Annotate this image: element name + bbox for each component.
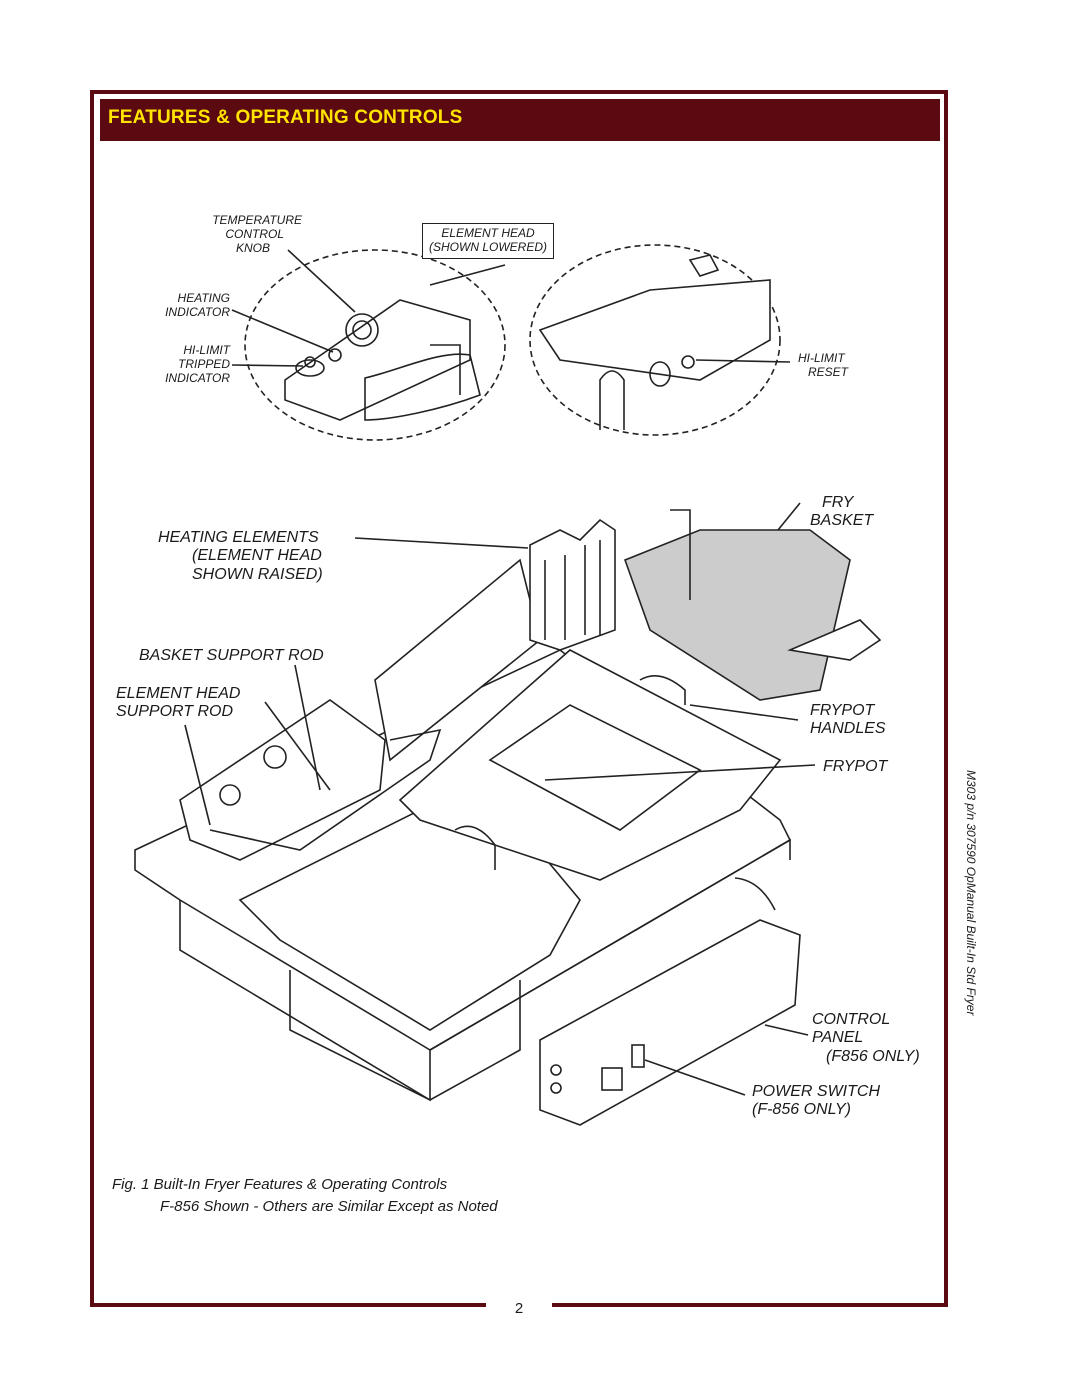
label-heating-elements: HEATING ELEMENTS (ELEMENT HEAD SHOWN RAI… [158,529,323,584]
page-number: 2 [514,1300,524,1317]
fry-basket [623,529,851,701]
detail-circle-left [244,249,506,441]
label-line: HEATING ELEMENTS [158,529,319,546]
label-line: SUPPORT ROD [116,703,234,721]
label-frypot: FRYPOT [823,758,888,775]
label-element-head-shown-lowered: ELEMENT HEAD (SHOWN LOWERED) [422,223,554,259]
label-line: (ELEMENT HEAD [192,547,322,565]
label-line: FRY [822,494,854,511]
label-line: FRYPOT [810,702,875,719]
heating-elements [529,518,616,651]
label-line: (F856 ONLY) [826,1047,920,1065]
heating-indicator-icon [328,348,342,362]
label-power-switch: POWER SWITCH (F-856 ONLY) [752,1083,880,1120]
frame-gap [486,1300,552,1314]
section-title: FEATURES & OPERATING CONTROLS [108,107,463,128]
label-line: PANEL [812,1029,864,1047]
label-line: TEMPERATURE [212,213,302,227]
label-temperature-control-knob: TEMPERATURE CONTROL KNOB [192,213,302,255]
label-line: TRIPPED [177,356,230,371]
label-line: POWER SWITCH [752,1083,880,1100]
label-hi-limit-reset: HI-LIMIT RESET [798,351,849,380]
label-frypot-handles: FRYPOT HANDLES [810,702,886,739]
label-line: CONTROL [225,226,284,241]
label-line: ELEMENT HEAD [441,226,535,240]
label-heating-indicator: HEATING INDICATOR [140,291,230,320]
label-line: HI-LIMIT [183,343,230,357]
caption-line-2: F-856 Shown - Others are Similar Except … [160,1197,498,1215]
label-line: (F-856 ONLY) [752,1101,851,1119]
control-panel [539,919,801,1126]
hi-limit-indicator-icon [295,359,325,377]
label-hi-limit-tripped-indicator: HI-LIMIT TRIPPED INDICATOR [140,343,230,385]
temperature-knob-icon [345,313,379,347]
label-line: SHOWN RAISED) [192,565,323,583]
frypot-right [398,649,782,881]
label-line: (SHOWN LOWERED) [429,239,547,254]
label-line: INDICATOR [165,304,230,319]
label-line: HI-LIMIT [798,351,845,365]
label-line: HEATING [177,291,230,305]
label-element-head-support-rod: ELEMENT HEAD SUPPORT ROD [116,685,240,722]
label-line: CONTROL [812,1011,891,1028]
caption-line-1: Fig. 1 Built-In Fryer Features & Operati… [112,1176,448,1193]
element-head [179,699,386,861]
label-fry-basket: FRY BASKET [810,494,873,531]
label-line: BASKET [810,512,874,530]
label-line: HANDLES [810,720,886,738]
label-control-panel: CONTROL PANEL (F856 ONLY) [812,1011,920,1066]
label-line: RESET [808,364,849,379]
hi-limit-reset-icon [681,355,695,369]
section-header: FEATURES & OPERATING CONTROLS [100,99,940,141]
document-reference: M303 p/n 307590 OpManual Built-In Std Fr… [964,770,978,1016]
label-basket-support-rod: BASKET SUPPORT ROD [139,647,324,664]
figure-caption: Fig. 1 Built-In Fryer Features & Operati… [112,1174,498,1218]
power-switch-icon [631,1044,645,1068]
label-line: INDICATOR [165,370,230,385]
label-line: KNOB [235,240,270,255]
label-line: ELEMENT HEAD [116,685,241,702]
detail-circle-right [529,244,781,436]
